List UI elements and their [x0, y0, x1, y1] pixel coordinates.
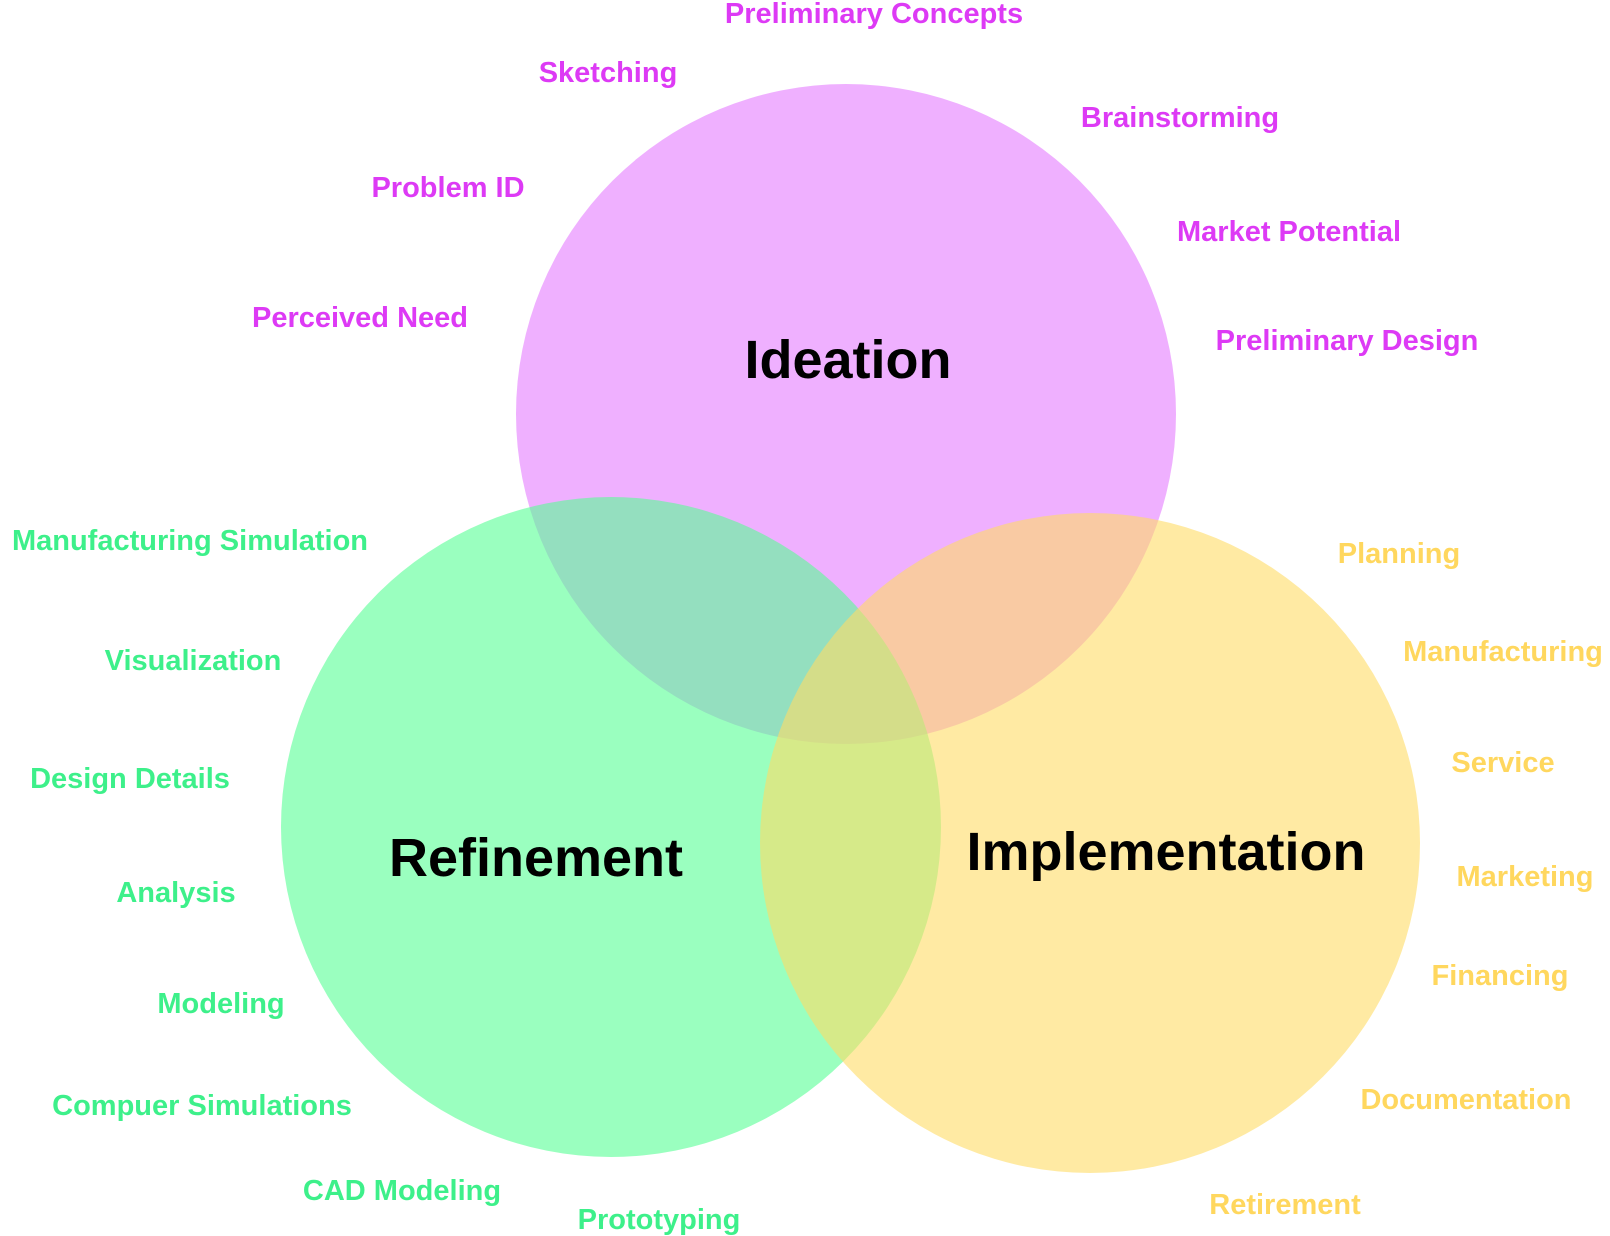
refinement-item: CAD Modeling: [303, 1175, 501, 1207]
ideation-item: Preliminary Concepts: [725, 0, 1023, 30]
implementation-item: Service: [1451, 747, 1554, 779]
ideation-item: Market Potential: [1177, 216, 1401, 248]
implementation-item: Manufacturing: [1403, 636, 1603, 668]
refinement-item: Design Details: [30, 763, 230, 795]
implementation-item: Documentation: [1360, 1084, 1571, 1116]
ideation-item: Sketching: [539, 57, 678, 89]
refinement-title: Refinement: [389, 828, 683, 888]
refinement-item: Compuer Simulations: [52, 1090, 352, 1122]
ideation-item: Preliminary Design: [1216, 325, 1479, 357]
implementation-items: Planning Manufacturing Service Marketing…: [1209, 538, 1603, 1221]
implementation-item: Financing: [1432, 960, 1569, 992]
refinement-item: Modeling: [157, 988, 284, 1020]
ideation-title: Ideation: [744, 330, 951, 390]
refinement-item: Visualization: [105, 645, 282, 677]
implementation-item: Marketing: [1457, 861, 1594, 893]
refinement-item: Analysis: [116, 877, 235, 909]
refinement-item: Manufacturing Simulation: [12, 525, 368, 557]
implementation-circle: [760, 513, 1420, 1173]
ideation-items: Preliminary Concepts Sketching Brainstor…: [252, 0, 1478, 357]
ideation-item: Problem ID: [371, 172, 524, 204]
refinement-items: Manufacturing Simulation Visualization D…: [12, 525, 740, 1236]
implementation-item: Planning: [1338, 538, 1460, 570]
ideation-item: Perceived Need: [252, 302, 468, 334]
refinement-item: Prototyping: [578, 1204, 741, 1236]
implementation-title: Implementation: [966, 822, 1365, 882]
ideation-item: Brainstorming: [1081, 102, 1279, 134]
refinement-circle: [281, 497, 941, 1157]
implementation-item: Retirement: [1209, 1189, 1361, 1221]
